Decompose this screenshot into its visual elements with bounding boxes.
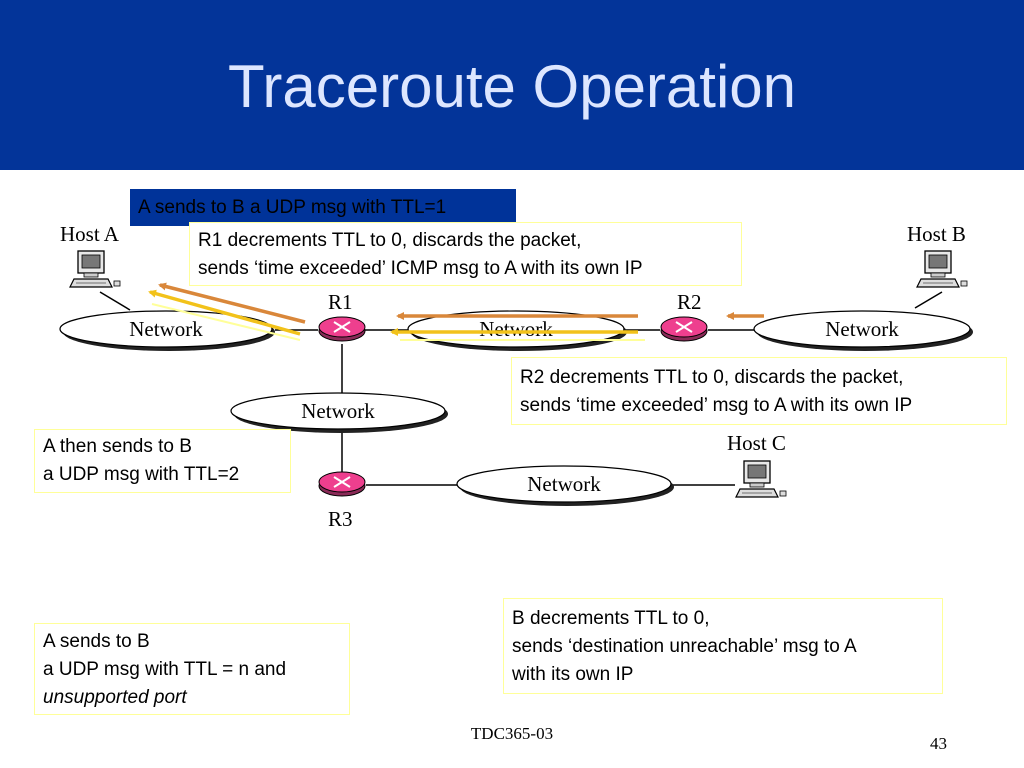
network-label: Network <box>479 317 553 341</box>
callout-ttl1: A sends to B a UDP msg with TTL=1 <box>130 189 516 226</box>
network-cloud-3 <box>753 310 973 351</box>
callout-line: B decrements TTL to 0, <box>512 608 710 629</box>
callout-line: A then sends to B <box>43 436 192 457</box>
callout-line: A sends to B <box>43 631 150 652</box>
links <box>99 291 943 486</box>
network-cloud-5 <box>456 465 674 506</box>
network-label: Network <box>825 317 899 341</box>
router-icon <box>318 471 366 497</box>
callout-destination-unreachable: B decrements TTL to 0, sends ‘destinatio… <box>503 598 943 694</box>
callout-line: R1 decrements TTL to 0, discards the pac… <box>198 230 582 251</box>
network-label: Network <box>129 317 203 341</box>
title-bar <box>0 0 1024 170</box>
callout-r1-time-exceeded: R1 decrements TTL to 0, discards the pac… <box>189 222 742 286</box>
callout-line: a UDP msg with TTL = n and <box>43 659 287 680</box>
callout-line: sends ‘time exceeded’ ICMP msg to A with… <box>198 258 643 279</box>
router-r2-label: R2 <box>677 290 702 314</box>
host-c-label: Host C <box>727 431 786 455</box>
router-r3-label: R3 <box>328 507 353 531</box>
page-number: 43 <box>930 734 947 753</box>
callout-line: sends ‘destination unreachable’ msg to A <box>512 636 857 657</box>
callout-line: with its own IP <box>512 664 634 685</box>
host-b-label: Host B <box>907 222 966 246</box>
callout-line: unsupported port <box>43 687 187 708</box>
arrows <box>148 282 764 341</box>
callout-r2-time-exceeded: R2 decrements TTL to 0, discards the pac… <box>511 357 1007 425</box>
network-cloud-4 <box>230 392 448 433</box>
computer-icon <box>735 460 787 498</box>
router-icon <box>660 316 708 342</box>
computer-icon <box>69 250 121 288</box>
router-r1-label: R1 <box>328 290 353 314</box>
callout-ttl-n: A sends to B a UDP msg with TTL = n and … <box>34 623 350 715</box>
callout-line: a UDP msg with TTL=2 <box>43 464 240 485</box>
network-label: Network <box>301 399 375 423</box>
network-label: Network <box>527 472 601 496</box>
callout-line: sends ‘time exceeded’ msg to A with its … <box>520 395 913 416</box>
router-icon <box>318 316 366 342</box>
callout-ttl2: A then sends to B a UDP msg with TTL=2 <box>34 429 291 493</box>
computer-icon <box>916 250 968 288</box>
host-a-label: Host A <box>60 222 120 246</box>
footer-course-code: TDC365-03 <box>470 724 554 743</box>
slide-title: Traceroute Operation <box>227 53 797 120</box>
callout-line: R2 decrements TTL to 0, discards the pac… <box>520 367 904 388</box>
